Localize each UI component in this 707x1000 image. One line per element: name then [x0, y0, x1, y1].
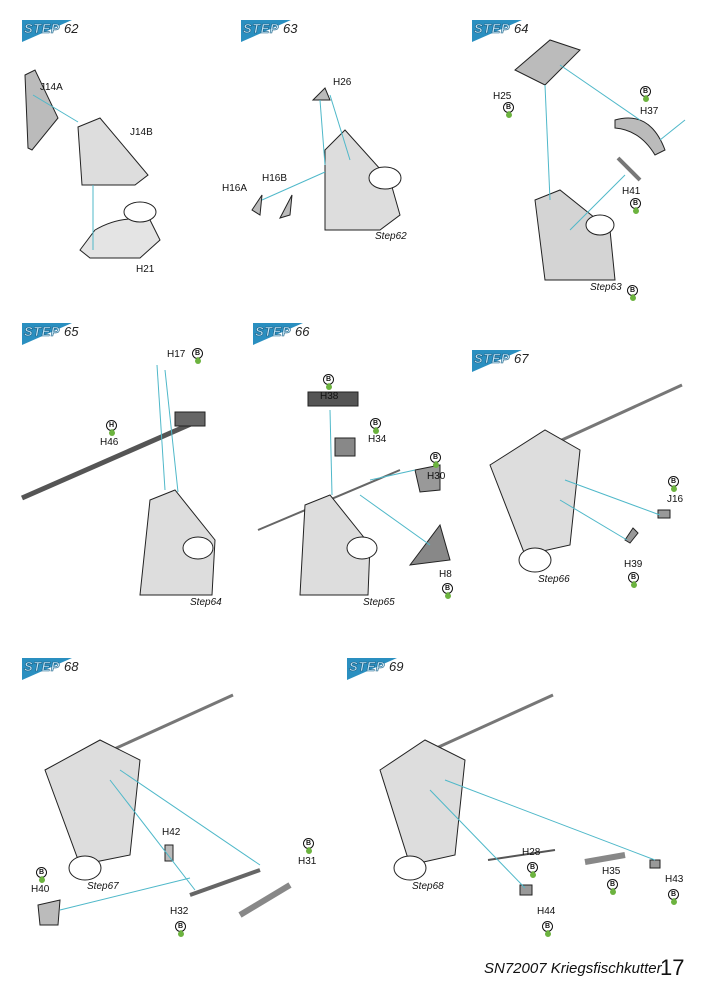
part-label: H41 [622, 186, 641, 197]
part-label: H39 [624, 559, 643, 570]
paint-b-icon: B [607, 879, 618, 897]
paint-b-icon: B [430, 452, 441, 470]
paint-b-icon: B [668, 476, 679, 494]
part-label: H16A [222, 183, 248, 194]
part-label: J14A [40, 82, 63, 93]
part-label: H35 [602, 866, 621, 877]
step-badge-65: STEP 65 [22, 323, 92, 345]
part-label: H40 [31, 884, 50, 895]
step-number: 68 [64, 659, 79, 674]
part-label: H31 [298, 856, 317, 867]
paint-b-icon: B [630, 198, 641, 216]
step-65-drawing [20, 364, 216, 596]
step-68-drawing [37, 693, 292, 926]
step-word: STEP [474, 21, 510, 37]
part-label: H44 [537, 906, 556, 917]
page-number: 17 [660, 955, 685, 980]
part-label: H26 [333, 77, 352, 88]
paint-b-icon: B [175, 921, 186, 939]
paint-b-icon: B [640, 86, 651, 104]
paint-b-icon: B [668, 889, 679, 907]
step-reference: Step65 [363, 597, 395, 608]
step-67-drawing [489, 383, 683, 573]
step-62-drawing [24, 69, 161, 259]
paint-b-icon: B [192, 348, 203, 366]
paint-b-icon: B [542, 921, 553, 939]
step-reference: Step67 [87, 881, 119, 892]
part-label: H32 [170, 906, 189, 917]
part-label: H28 [522, 847, 541, 858]
step-word: STEP [474, 351, 510, 367]
step-number: 66 [295, 324, 310, 339]
step-number: 62 [64, 21, 79, 36]
footer-title: SN72007 Kriegsfischkutter [484, 960, 662, 977]
step-badge-66: STEP 66 [253, 323, 323, 345]
part-label: H30 [427, 471, 446, 482]
step-number: 67 [514, 351, 529, 366]
step-word: STEP [24, 659, 60, 675]
step-reference: Step66 [538, 574, 570, 585]
part-label: H25 [493, 91, 512, 102]
part-label: J14B [130, 127, 153, 138]
paint-b-icon: B [36, 867, 47, 885]
step-63-drawing [251, 87, 402, 231]
step-number: 69 [389, 659, 404, 674]
step-number: 63 [283, 21, 298, 36]
step-word: STEP [24, 21, 60, 37]
part-label: H46 [100, 437, 119, 448]
step-badge-68: STEP 68 [22, 658, 92, 680]
step-badge-69: STEP 69 [347, 658, 417, 680]
step-reference: Step63 [590, 282, 622, 293]
part-label: H17 [167, 349, 186, 360]
part-label: H43 [665, 874, 684, 885]
paint-b-icon: B [370, 418, 381, 436]
paint-b-icon: B [628, 572, 639, 590]
part-label: H8 [439, 569, 452, 580]
step-number: 65 [64, 324, 79, 339]
step-word: STEP [243, 21, 279, 37]
step-66-drawing [257, 391, 451, 596]
paint-b-icon: B [303, 838, 314, 856]
step-word: STEP [24, 324, 60, 340]
step-number: 64 [514, 21, 529, 36]
step-badge-67: STEP 67 [472, 350, 542, 372]
part-label: H42 [162, 827, 181, 838]
step-reference: Step64 [190, 597, 222, 608]
paint-b-icon: B [503, 102, 514, 120]
part-label: H16B [262, 173, 288, 184]
paint-b-icon: B [442, 583, 453, 601]
paint-b-icon: B [323, 374, 334, 392]
paint-b-icon: B [627, 285, 638, 303]
part-label: H21 [136, 264, 155, 275]
step-badge-64: STEP 64 [472, 20, 542, 42]
step-reference: Step62 [375, 231, 407, 242]
step-word: STEP [349, 659, 385, 675]
step-badge-62: STEP 62 [22, 20, 92, 42]
part-label: H34 [368, 434, 387, 445]
part-label: H38 [320, 391, 339, 402]
step-64-drawing [514, 39, 686, 281]
part-label: H37 [640, 106, 659, 117]
part-label: J16 [667, 494, 684, 505]
step-69-drawing [379, 693, 661, 896]
paint-b-icon: B [527, 862, 538, 880]
paint-h-icon: H [106, 420, 117, 438]
step-badge-63: STEP 63 [241, 20, 311, 42]
step-reference: Step68 [412, 881, 444, 892]
step-word: STEP [255, 324, 291, 340]
